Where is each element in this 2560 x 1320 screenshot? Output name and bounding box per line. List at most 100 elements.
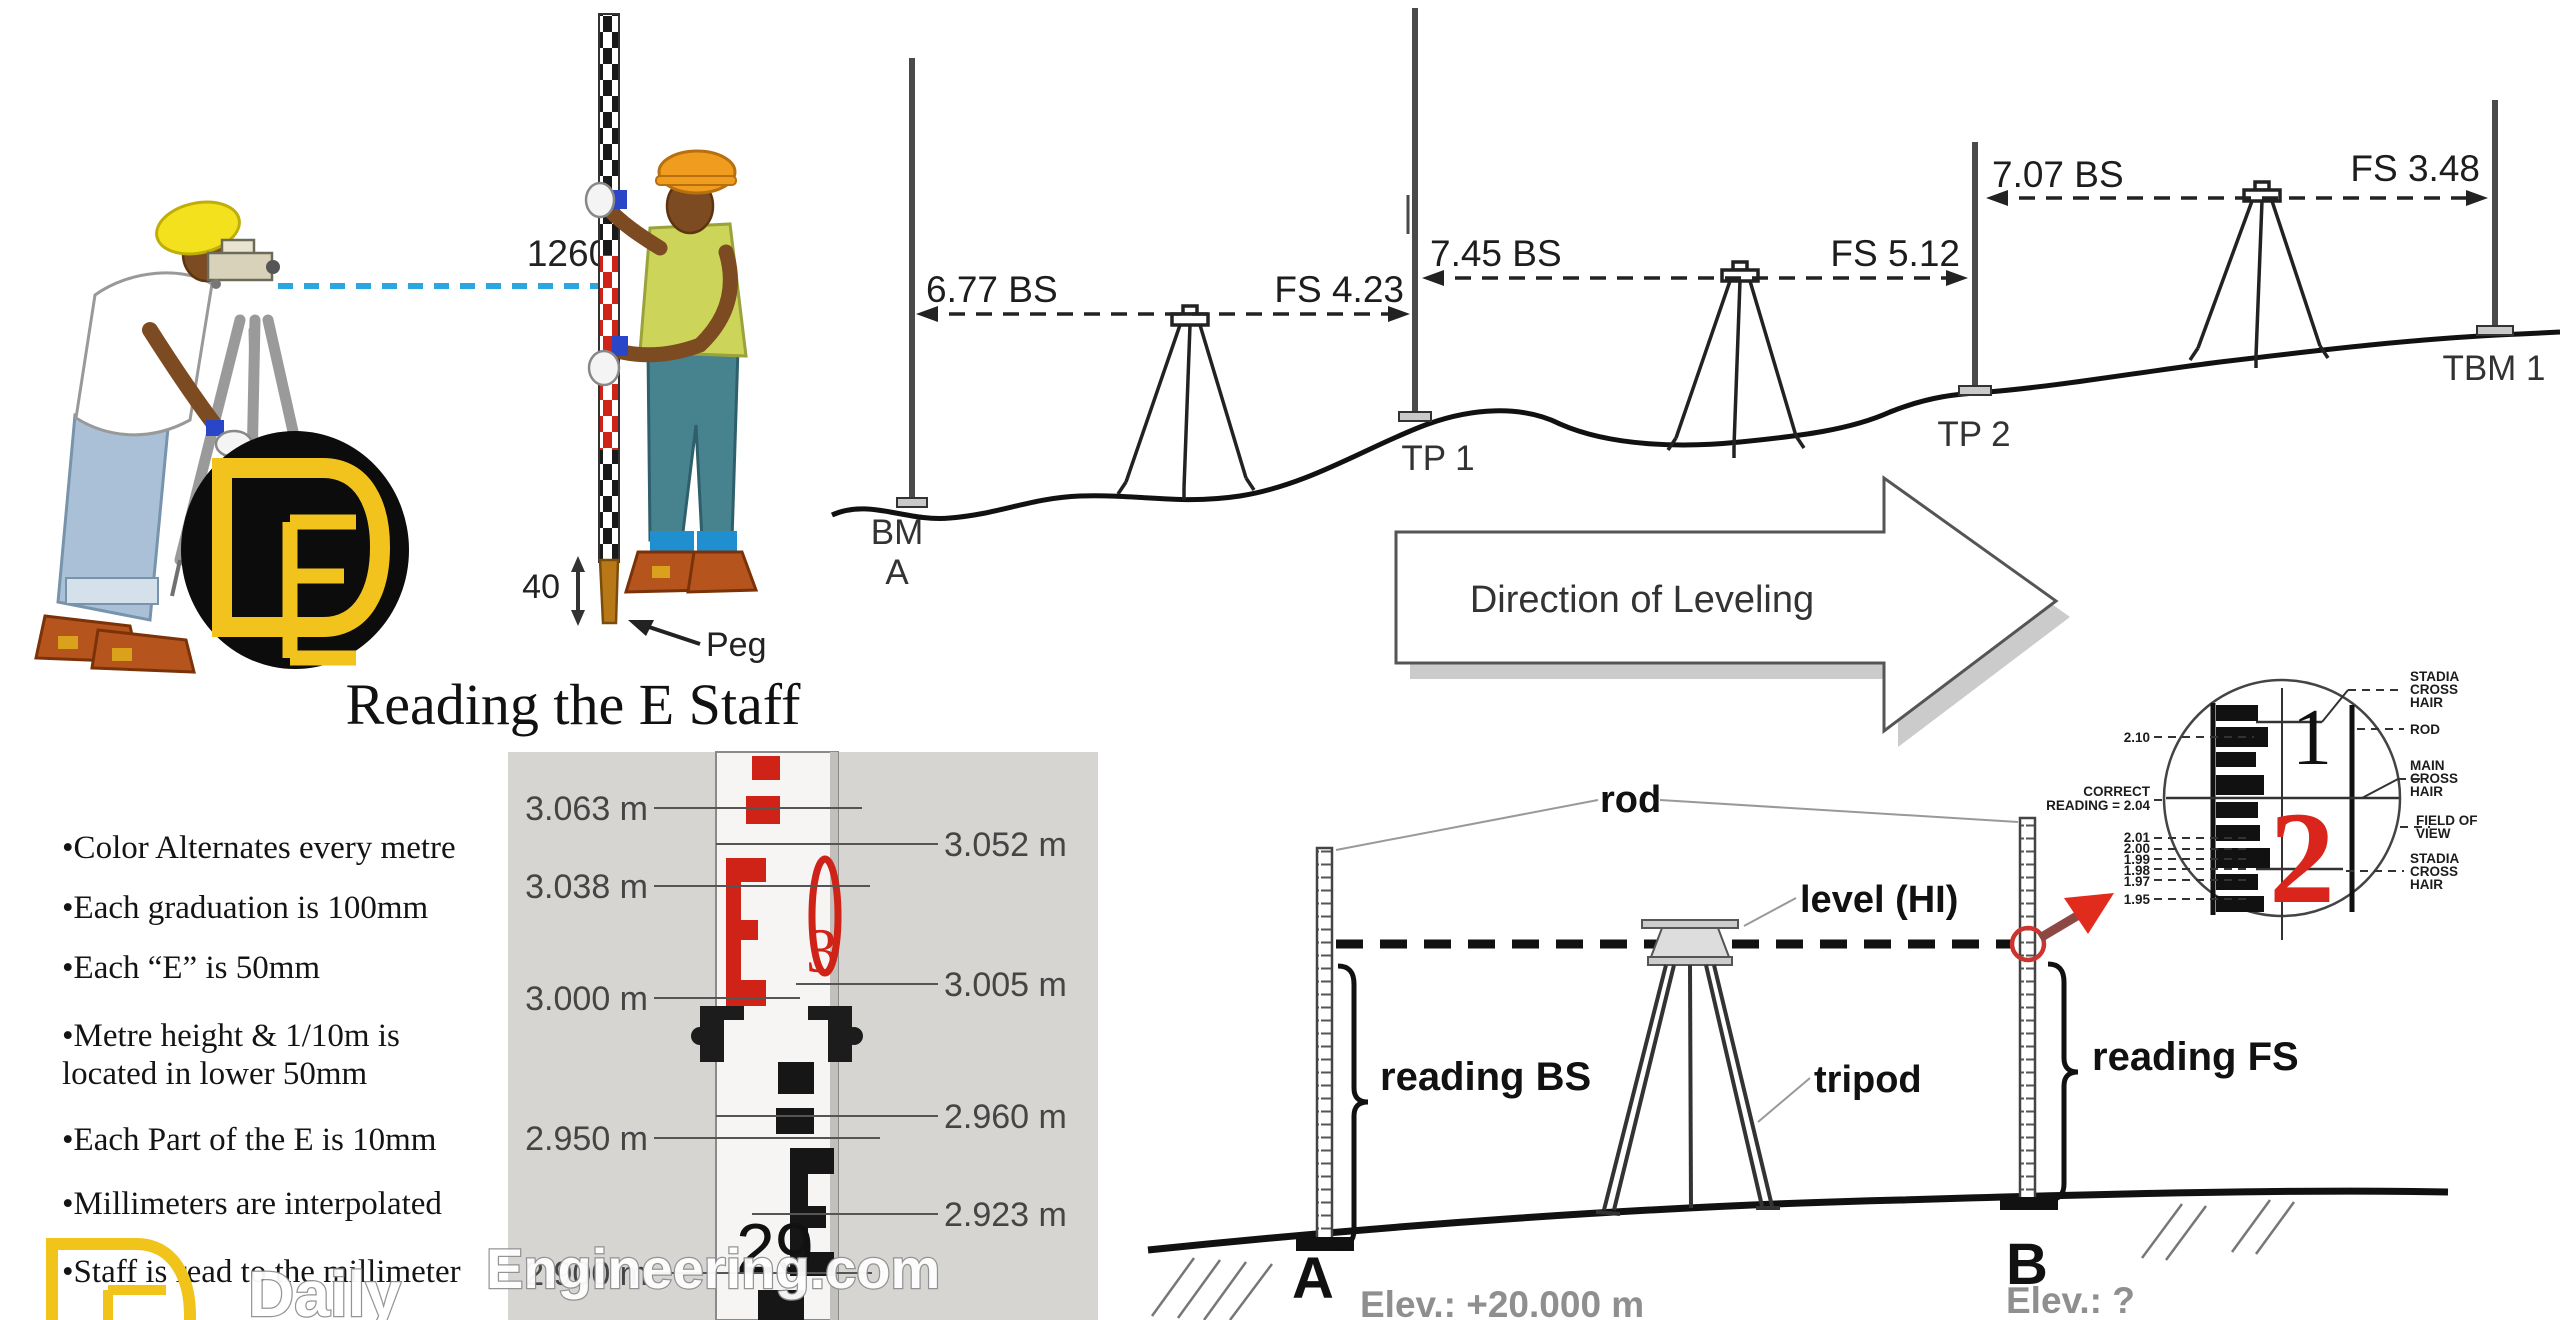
- stadia-callout: HAIR: [2410, 877, 2443, 892]
- reading-bs2: 7.45 BS: [1430, 233, 1562, 274]
- note-item: •Each Part of the E is 10mm: [62, 1122, 437, 1158]
- label-tp1: TP 1: [1401, 439, 1474, 478]
- stadia-callout: CROSS: [2410, 864, 2458, 879]
- rod-tbm1: [2476, 100, 2514, 336]
- operator-shirt: [74, 271, 214, 437]
- stadia-callout: CROSS: [2410, 682, 2458, 697]
- surveyor-illustration: 1260: [34, 13, 801, 737]
- point-b-label: B: [2006, 1232, 2048, 1297]
- rod-digit-1: 1: [2292, 694, 2332, 782]
- rodman-figure: [584, 149, 759, 594]
- watermark-d-glyph: [46, 1238, 197, 1320]
- rod-b-base: [2000, 1197, 2058, 1210]
- rod-label: rod: [1600, 779, 1661, 821]
- ground-profile: [830, 329, 2560, 521]
- operator-arm: [142, 322, 222, 432]
- label-bm: BM: [871, 513, 924, 552]
- stadia-callout: STADIA: [2410, 851, 2459, 866]
- level-on-tripod: [1595, 919, 1780, 1216]
- stadia-value: 1.97: [2124, 874, 2150, 889]
- hard-hat-yellow-icon: [155, 200, 241, 256]
- photo-label-left: 2.900 m: [525, 1255, 648, 1293]
- stadia-callout: MAIN: [2410, 758, 2445, 773]
- stadia-value: 2.00: [2124, 841, 2150, 856]
- photo-leader-lines: [654, 807, 938, 1274]
- boot-patch-icon: [58, 636, 78, 649]
- photo-red-marks: [726, 756, 780, 1006]
- direction-label: Direction of Leveling: [1470, 579, 1814, 621]
- wristband-icon: [612, 336, 628, 356]
- photo-label-left: 3.063 m: [525, 790, 648, 828]
- tripod-label: tripod: [1814, 1059, 1922, 1101]
- notes-list: •Color Alternates every metre •Each grad…: [62, 830, 461, 1290]
- peg-icon: [598, 558, 620, 625]
- stadia-value: 1.95: [2124, 892, 2151, 907]
- reading-fs3: FS 3.48: [2350, 148, 2480, 189]
- rod-bm-a: [896, 58, 928, 508]
- level-label: level (HI): [1800, 879, 1958, 921]
- logo-d-glyph: [212, 458, 391, 637]
- label-bm-a: A: [885, 553, 909, 592]
- instrument-tripod-2: [1666, 260, 1806, 458]
- brace-fs: [2047, 961, 2079, 1203]
- staff-illustration: [598, 13, 620, 563]
- peg-label: Peg: [706, 626, 767, 664]
- hard-hat-brim: [655, 175, 737, 186]
- bs-fs-diagram: rod level (HI) tripod reading BS reading…: [1147, 779, 2449, 1320]
- rod-leader-left: [1335, 799, 1599, 851]
- page-title: Reading the E Staff: [346, 672, 801, 737]
- reading-bs-label: reading BS: [1380, 1055, 1591, 1099]
- highlight-circle-icon: [2009, 925, 2047, 963]
- ground-hatching: [1150, 1199, 2296, 1320]
- reading-fs1: FS 4.23: [1274, 269, 1404, 310]
- stadia-value: 1.98: [2124, 863, 2151, 878]
- photo-label-left: 3.000 m: [525, 980, 648, 1018]
- photo-label-right: 2.960 m: [944, 1098, 1067, 1136]
- stadia-callout: HAIR: [2410, 784, 2443, 799]
- logo-e-glyph: [282, 514, 356, 666]
- label-tp2: TP 2: [1937, 415, 2010, 454]
- inset-arrow-shaft: [2037, 909, 2085, 942]
- peg-pointer-arrowhead: [628, 620, 654, 636]
- point-a-elevation: Elev.: +20.000 m: [1360, 1284, 1644, 1320]
- level-leader: [1743, 897, 1797, 927]
- stadia-value: 2.10: [2124, 730, 2150, 745]
- rod-a: [1315, 846, 1334, 1242]
- peg-height-arrow: [571, 556, 585, 626]
- rod-b: [2018, 816, 2037, 1202]
- reading-fs2: FS 5.12: [1830, 233, 1960, 274]
- point-a-label: A: [1292, 1246, 1334, 1311]
- operator-boot-2: [90, 628, 196, 674]
- stadia-inset: 1 2 2.10 CORRECT READING = 2.04 2.01 2.0…: [2046, 669, 2478, 940]
- label-tbm1: TBM 1: [2442, 349, 2545, 388]
- wristband-icon: [206, 420, 224, 436]
- photo-label-right: 3.052 m: [944, 826, 1067, 864]
- glove-icon: [584, 181, 616, 219]
- reading-bs3: 7.07 BS: [1992, 154, 2124, 195]
- note-item: •Each graduation is 100mm: [62, 890, 429, 926]
- watermark-daily: Daily: [248, 1258, 401, 1320]
- photo-label-left: 3.038 m: [525, 868, 648, 906]
- note-item: •Metre height & 1/10m is: [62, 1018, 400, 1054]
- stadia-callout: ROD: [2410, 722, 2440, 737]
- correct-reading-line1: CORRECT: [2083, 784, 2151, 799]
- photo-clamp: [691, 1006, 863, 1062]
- operator-figure: [34, 200, 254, 674]
- note-item: located in lower 50mm: [62, 1056, 368, 1092]
- stadia-callout: HAIR: [2410, 695, 2443, 710]
- stadia-callout: VIEW: [2416, 826, 2451, 841]
- rod-leader-right: [1659, 799, 2019, 823]
- operator-cuff: [65, 577, 159, 605]
- staff-reading-label: 1260: [527, 233, 609, 274]
- sight-line-2: [1422, 270, 1968, 286]
- instrument-tripod-3: [2188, 180, 2330, 368]
- watermark-site: Engineering.com: [486, 1237, 940, 1300]
- stadia-right-leaders: [2321, 689, 2430, 872]
- ground-line: [1147, 1187, 2449, 1254]
- note-item: •Staff is read to the millimeter: [62, 1254, 461, 1290]
- correct-reading-line2: READING = 2.04: [2046, 798, 2150, 813]
- watermark-e-glyph: [103, 1285, 166, 1320]
- point-b-elevation: Elev.: ?: [2006, 1280, 2135, 1320]
- inset-arrow-head: [2064, 893, 2114, 934]
